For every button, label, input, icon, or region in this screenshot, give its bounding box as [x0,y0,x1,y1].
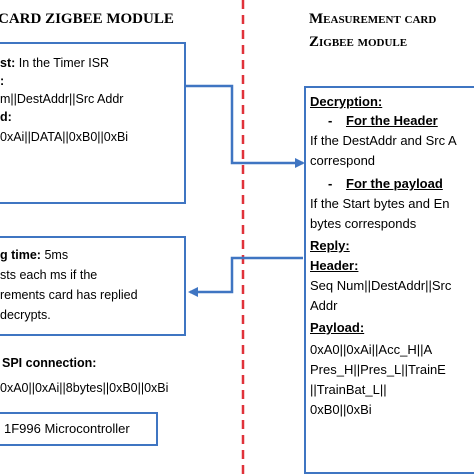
header-rule-2: correspond [310,153,376,168]
reply-header-heading: Header: [310,258,359,273]
measurement-card-box: Decryption: - For the Header If the Dest… [304,86,474,474]
for-payload-heading: For the payload [346,176,443,191]
reply-payload-value-4: 0xB0||0xBi [310,402,372,417]
header-label: : [0,74,5,88]
polling-desc-1: sts each ms if the [0,268,98,282]
reply-payload-value-3: ||TrainBat_L|| [310,382,387,397]
reply-heading: Reply: [310,238,350,253]
microcontroller-box: 1F996 Microcontroller [0,412,158,446]
header-format: m||DestAddr||Src Addr [0,92,124,106]
payload-rule-2: bytes corresponds [310,216,417,231]
spi-connection-label: SPI connection: [2,356,97,370]
dash-2: - [328,176,333,191]
trigger-label: st: [0,56,16,70]
payload-rule-1: If the Start bytes and En [310,196,450,211]
spi-frame-format: 0xA0||0xAi||8bytes||0xB0||0xBi [0,381,169,395]
polling-desc-3: decrypts. [0,308,51,322]
reply-header-value-1: Seq Num||DestAddr||Src [310,278,452,293]
timer-isr-box: st: In the Timer ISR : m||DestAddr||Src … [0,42,186,204]
reply-header-value-2: Addr [310,298,338,313]
trigger-value: In the Timer ISR [18,56,110,70]
payload-format: 0xAi||DATA||0xB0||0xBi [0,130,129,144]
reply-arrow [188,256,303,297]
reply-payload-value-2: Pres_H||Pres_L||TrainE [310,362,446,377]
polling-desc-2: rements card has replied [0,288,138,302]
right-card-title-2: Zigbee module [309,34,408,50]
microcontroller-label: 1F996 Microcontroller [4,421,130,436]
header-rule-1: If the DestAddr and Src A [310,133,457,148]
right-card-title-1: Measurement card [309,11,437,27]
for-header-heading: For the Header [346,113,438,128]
polling-box: g time: 5ms sts each ms if the rements c… [0,236,186,336]
dash-1: - [328,113,333,128]
polling-time-label: g time: [0,248,41,262]
decryption-heading: Decryption: [310,94,383,109]
reply-payload-heading: Payload: [310,320,365,335]
payload-label: d: [0,110,12,124]
polling-time-value: 5ms [44,248,69,262]
left-card-title: CARD ZIGBEE MODULE [0,11,174,27]
request-arrow [186,84,305,168]
reply-payload-value-1: 0xA0||0xAi||Acc_H||A [310,342,433,357]
